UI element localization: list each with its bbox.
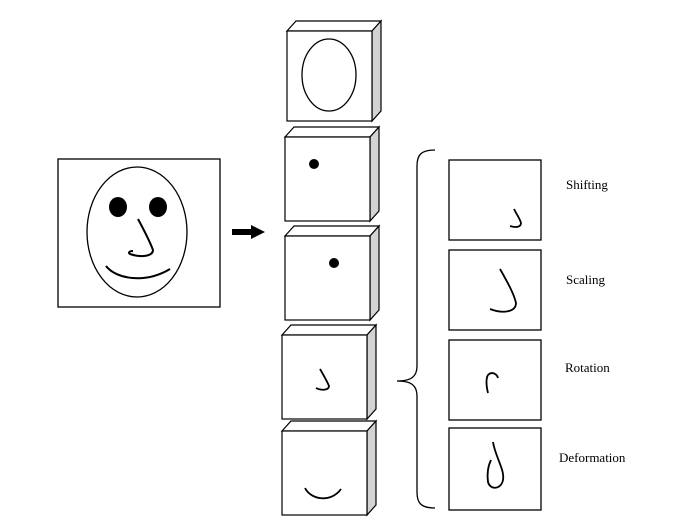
cube-front-face <box>284 136 371 222</box>
cube-top-face <box>285 20 383 32</box>
transform-box <box>448 339 542 421</box>
cube-side-face <box>366 419 377 517</box>
transform-box <box>448 159 542 241</box>
nose-stroke <box>128 218 155 258</box>
right-eye <box>149 197 167 217</box>
cube-top-face <box>280 324 378 336</box>
cube-top-face <box>280 420 378 432</box>
cube-nose <box>280 323 378 421</box>
cube-front-face <box>286 30 373 122</box>
transform-scaling: Scaling <box>448 249 605 331</box>
label-rotation: Rotation <box>565 360 610 375</box>
mouth-part <box>304 487 342 500</box>
cube-right-eye <box>283 224 381 322</box>
cube-left-eye <box>283 125 381 223</box>
transform-deformation: Deformation <box>448 427 626 511</box>
cube-side-face <box>369 224 380 322</box>
decomposition-arrow <box>232 225 265 239</box>
cube-front-face <box>284 235 371 321</box>
cube-front-face <box>281 430 368 516</box>
rotated-nose <box>485 372 499 394</box>
transform-box <box>448 249 542 331</box>
cube-top-face <box>283 225 381 237</box>
left-eye <box>109 197 127 217</box>
scaled-nose <box>489 268 517 313</box>
mouth-stroke <box>105 265 171 280</box>
left-eye-part <box>309 159 319 169</box>
input-face-panel <box>57 158 221 308</box>
label-shifting: Shifting <box>566 177 608 192</box>
curly-brace <box>396 149 436 509</box>
transform-rotation: Rotation <box>448 339 610 421</box>
cube-side-face <box>371 19 382 123</box>
right-eye-part <box>329 258 339 268</box>
face-outline <box>86 166 188 298</box>
label-deformation: Deformation <box>559 450 626 465</box>
cube-side-face <box>366 323 377 421</box>
label-scaling: Scaling <box>566 272 605 287</box>
input-face-frame <box>57 158 221 308</box>
transform-box <box>448 427 542 511</box>
face-outline-part <box>301 38 357 112</box>
deformed-nose <box>486 441 505 489</box>
transform-shifting: Shifting <box>448 159 608 241</box>
cube-face-outline <box>285 19 383 123</box>
shifted-nose <box>509 208 522 228</box>
nose-part <box>315 368 330 391</box>
cube-side-face <box>369 125 380 223</box>
arrow-shaft <box>232 229 252 235</box>
arrow-head <box>251 225 265 239</box>
cube-top-face <box>283 126 381 138</box>
cube-mouth <box>280 419 378 517</box>
